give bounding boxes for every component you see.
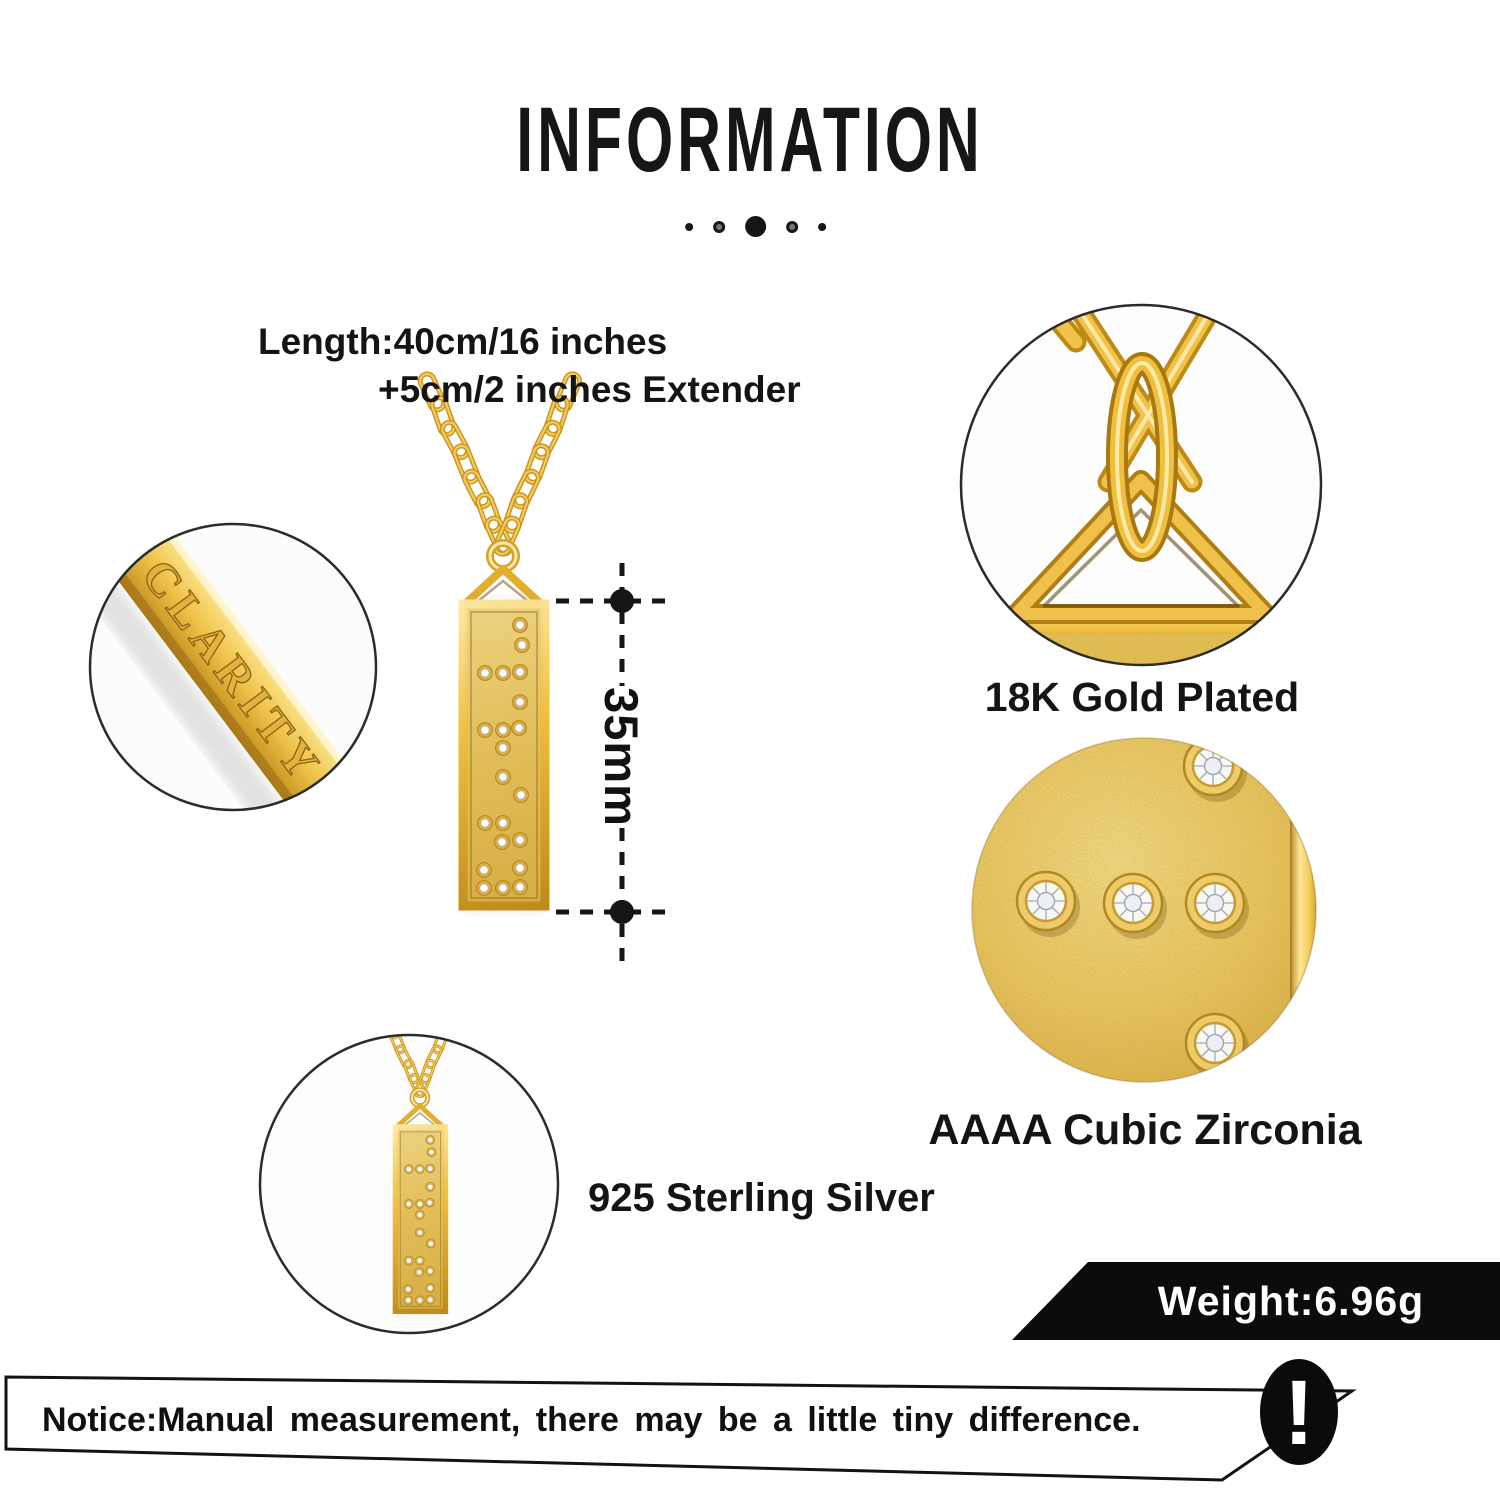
measure-dot-bottom xyxy=(610,900,634,924)
clarity-detail-circle: CLARITY xyxy=(88,522,378,812)
zirconia-detail-circle xyxy=(971,737,1317,1083)
gold-plated-label: 18K Gold Plated xyxy=(984,674,1300,720)
gold-plated-detail-circle xyxy=(959,303,1323,667)
title-divider-dots xyxy=(685,216,827,237)
zirconia-label: AAAA Cubic Zirconia xyxy=(928,1106,1362,1154)
bail-ring xyxy=(1106,352,1178,562)
bail-triangle xyxy=(1006,470,1276,624)
weight-banner: Weight:6.96g xyxy=(1012,1262,1500,1340)
exclamation-badge xyxy=(1260,1359,1338,1465)
length-annotation: Length:40cm/16 inches +5cm/2 inches Exte… xyxy=(258,318,801,414)
notice-text: Notice:Manual measurement, there may be … xyxy=(42,1401,1141,1439)
silver-label: 925 Sterling Silver xyxy=(588,1176,935,1220)
notice-bar: ! xyxy=(4,1359,1357,1482)
weight-label: Weight:6.96g xyxy=(1157,1277,1425,1324)
page-title: INFORMATION xyxy=(516,89,984,191)
measure-dot-top xyxy=(610,589,634,613)
length-line2: +5cm/2 inches Extender xyxy=(378,369,801,410)
length-line1: Length:40cm/16 inches xyxy=(258,321,668,362)
measure-value: 35mm xyxy=(595,687,648,827)
exclamation-icon: ! xyxy=(1284,1362,1315,1464)
silver-detail-circle xyxy=(258,1033,560,1335)
